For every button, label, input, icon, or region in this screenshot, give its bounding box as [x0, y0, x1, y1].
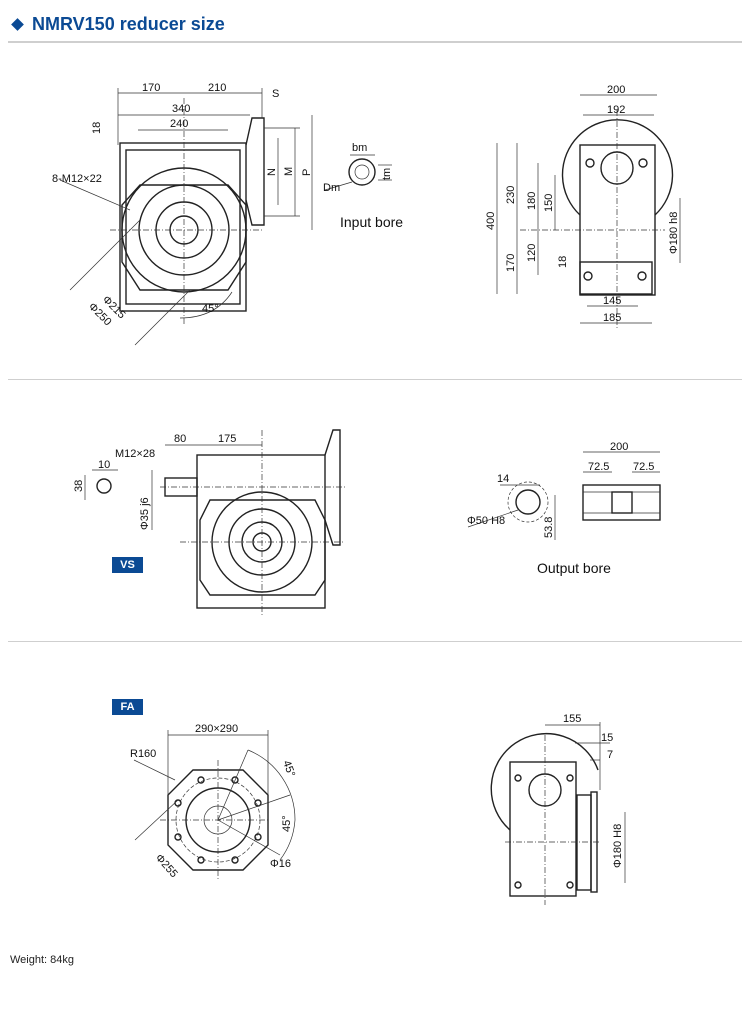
title-divider [8, 41, 742, 43]
dim-shaft: Φ180 h8 [668, 212, 680, 254]
dim-shaft-vs: Φ35 j6 [139, 497, 151, 530]
dim-185: 185 [603, 312, 621, 324]
dim-angle-1: 45° [280, 759, 297, 779]
bore-bm: bm [352, 142, 367, 154]
front-view-drawing: 170 210 340 240 18 S N M P 8-M12×22 Φ215… [52, 82, 313, 346]
dim-175: 175 [218, 433, 236, 445]
dim-spigot: Φ180 H8 [612, 824, 624, 868]
dim-210: 210 [208, 82, 226, 94]
dim-150: 150 [543, 194, 555, 212]
dim-thread: M12×28 [115, 448, 155, 460]
dim-hole: Φ16 [270, 858, 291, 870]
dim-80: 80 [174, 433, 186, 445]
dim-53-8: 53.8 [543, 517, 555, 538]
dim-200-out: 200 [610, 441, 628, 453]
side-view-drawing: 200 192 400 230 170 180 150 120 18 Φ180 … [485, 84, 681, 330]
dim-s: S [272, 88, 279, 100]
section-divider [8, 641, 742, 642]
section-divider [8, 379, 742, 380]
dim-bore: Φ50 H8 [467, 515, 505, 527]
dim-14: 14 [497, 473, 509, 485]
dim-240: 240 [170, 118, 188, 130]
dim-170-side: 170 [505, 254, 517, 272]
dim-10: 10 [98, 459, 110, 471]
dim-square: 290×290 [195, 723, 238, 735]
dim-170: 170 [142, 82, 160, 94]
output-bore-label: Output bore [537, 560, 611, 576]
dim-145: 145 [603, 295, 621, 307]
dim-340: 340 [172, 103, 190, 115]
dim-r160: R160 [130, 748, 156, 760]
weight-label: Weight: 84kg [10, 954, 75, 966]
vs-badge: VS [112, 557, 143, 573]
dim-72-5-left: 72.5 [588, 461, 609, 473]
dim-180: 180 [526, 192, 538, 210]
fa-drawing: 290×290 R160 45° 45° Φ16 Φ255 [130, 723, 297, 880]
dim-18: 18 [91, 122, 103, 134]
dim-230: 230 [505, 186, 517, 204]
fa-side-drawing: 155 15 7 Φ180 H8 [490, 713, 626, 905]
dim-m: M [283, 167, 295, 176]
dim-angle: 45° [202, 303, 219, 315]
output-bore-drawing: 14 Φ50 H8 53.8 200 72.5 72.5 Output bore [467, 441, 661, 576]
dim-angle-2: 45° [281, 815, 293, 832]
page-title: NMRV150 reducer size [10, 14, 225, 35]
dim-p: P [301, 169, 313, 176]
dim-n: N [266, 168, 278, 176]
bore-tm: tm [381, 168, 393, 180]
dim-400: 400 [485, 212, 497, 230]
dim-pcd: Φ255 [153, 852, 180, 880]
input-bore-drawing: bm tm Dm Input bore [323, 142, 403, 230]
bore-dm: Dm [323, 182, 340, 194]
fa-badge: FA [112, 699, 143, 715]
dim-120: 120 [526, 244, 538, 262]
dim-15: 15 [601, 732, 613, 744]
dim-192: 192 [607, 104, 625, 116]
dim-200: 200 [607, 84, 625, 96]
dim-holes: 8-M12×22 [52, 173, 102, 185]
dim-72-5-right: 72.5 [633, 461, 654, 473]
dim-7: 7 [607, 749, 613, 761]
vs-drawing: 80 175 M12×28 10 38 Φ35 j6 [73, 429, 345, 615]
page-title-text: NMRV150 reducer size [32, 14, 225, 34]
dim-18-side: 18 [557, 256, 569, 268]
dim-155: 155 [563, 713, 581, 725]
input-bore-label: Input bore [340, 214, 403, 230]
dim-38: 38 [73, 480, 85, 492]
